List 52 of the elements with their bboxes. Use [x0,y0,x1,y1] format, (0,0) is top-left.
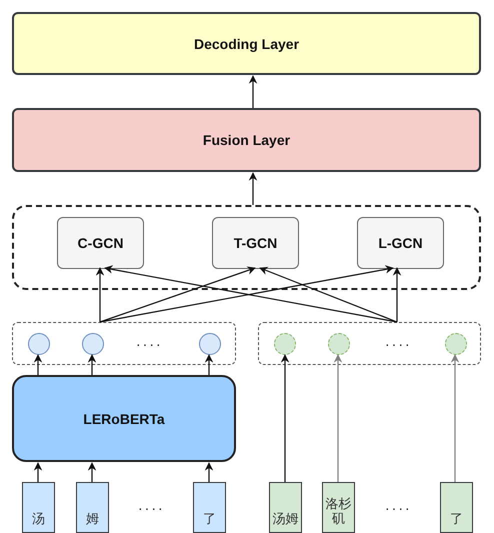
arrow [450,354,460,482]
token-text: 洛杉矶 [324,498,352,528]
fusion-layer-box [12,108,481,172]
layer-label: C-GCN [78,235,124,251]
embedding-circle [28,333,50,355]
token-text: 汤姆 [272,513,298,528]
arrow [204,462,214,482]
token-text: 了 [450,513,463,528]
arrow [204,354,214,375]
layer-label: Decoding Layer [194,36,300,52]
token-box [22,482,55,533]
encoder-box [12,375,236,462]
embedding-circle [199,333,221,355]
decoding-layer-box [12,12,481,75]
token-box [193,482,226,533]
gcn-box [212,217,299,269]
embedding-circle [445,333,467,355]
arrow [88,354,96,375]
embedding-circle [82,333,104,355]
layer-label: T-GCN [234,235,278,251]
arrow [96,267,104,322]
token-text: 了 [203,513,216,528]
dashed-group-box [12,322,236,365]
dashed-group-box [12,205,481,290]
ellipsis: ···· [136,336,163,352]
arrow [88,462,96,482]
token-box [322,482,355,533]
ellipsis: ···· [385,500,412,516]
token-box [269,482,302,533]
arrow [259,266,398,323]
token-box [440,482,473,533]
arrow [280,354,290,482]
embedding-circle [274,333,296,355]
arrow [100,266,256,323]
arrow [248,75,258,108]
arrow [248,172,258,205]
arrow [392,267,402,322]
gcn-box [57,217,144,269]
layer-label: Fusion Layer [202,132,290,148]
arrow [34,354,42,375]
token-box [76,482,109,533]
ellipsis: ···· [138,500,165,516]
layer-label: LERoBERTa [83,410,165,426]
arrow [34,462,42,482]
embedding-circle [328,333,350,355]
gcn-box [357,217,444,269]
ellipsis: ···· [385,336,412,352]
layer-label: L-GCN [378,235,423,251]
token-text: 姆 [86,513,99,528]
token-text: 汤 [32,513,45,528]
arrow [334,354,342,482]
dashed-group-box [258,322,481,365]
